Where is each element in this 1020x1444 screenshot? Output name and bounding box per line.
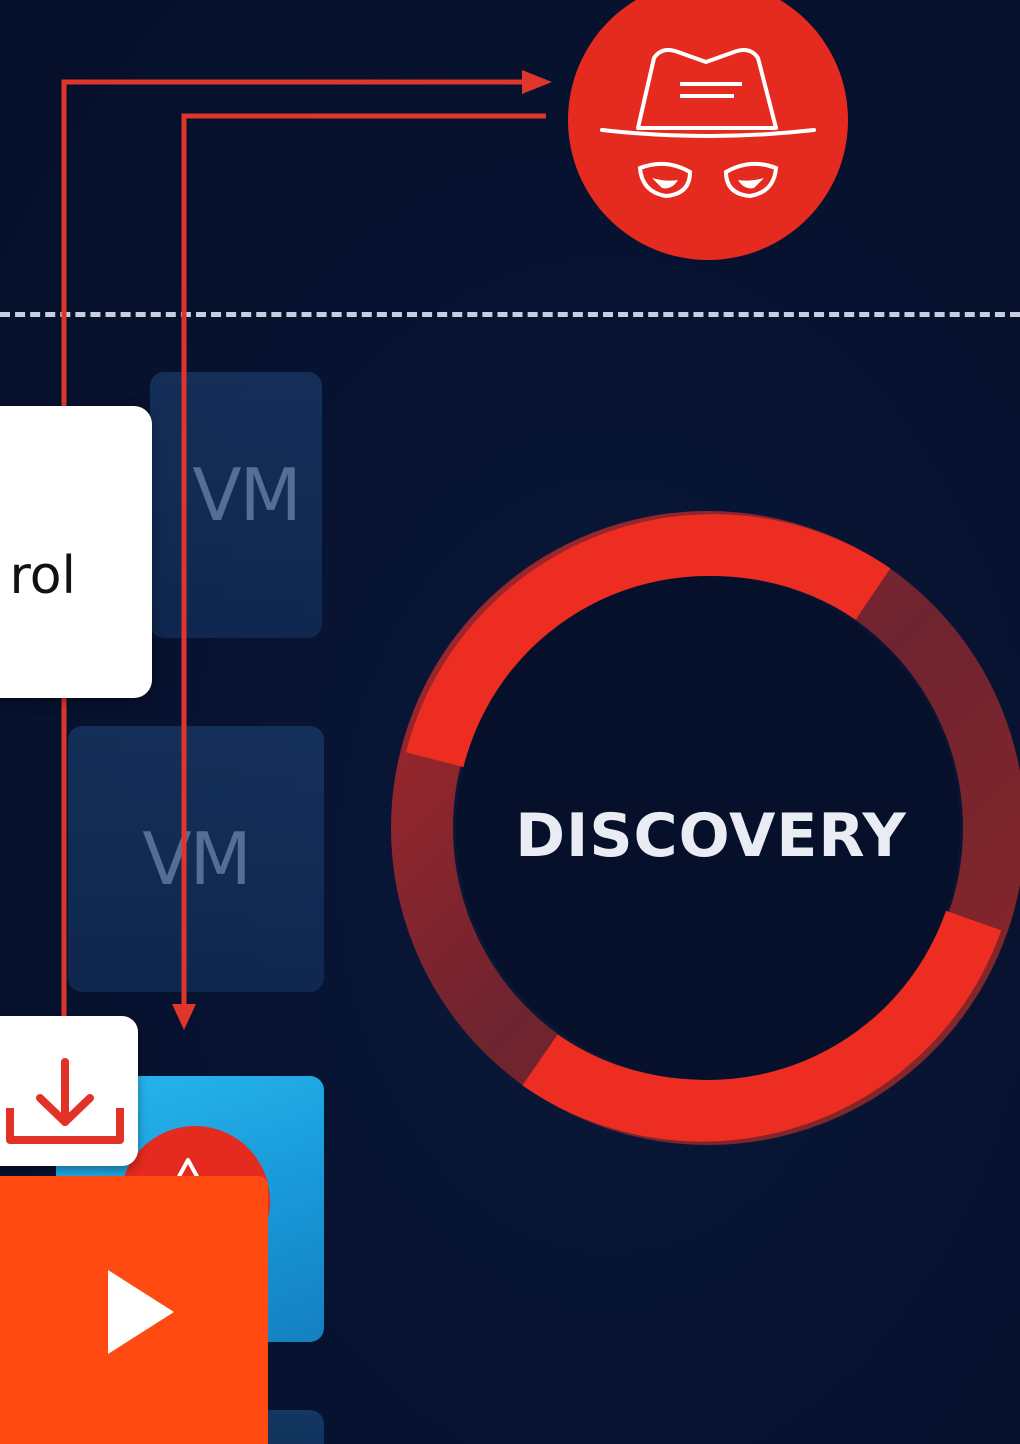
attacker-spy-icon: [568, 0, 848, 260]
control-card[interactable]: rol: [0, 406, 152, 698]
play-button[interactable]: [0, 1176, 268, 1444]
inbound-connection-arrow: [172, 113, 546, 1030]
download-icon: [6, 1058, 124, 1144]
outbound-connection-arrow: [61, 70, 552, 1040]
control-card-label: rol: [9, 546, 77, 606]
vm-tile-top: VM: [150, 372, 322, 638]
vm-tile-middle-label: VM: [142, 817, 251, 901]
discovery-label: DISCOVERY: [515, 801, 907, 871]
play-icon: [108, 1270, 174, 1354]
vm-tile-middle: VM: [68, 726, 324, 992]
trust-boundary-dashed-line: [0, 312, 1020, 317]
download-card[interactable]: [0, 1016, 138, 1166]
discovery-progress-ring: [391, 511, 1020, 1145]
vm-tile-top-label: VM: [192, 453, 301, 537]
